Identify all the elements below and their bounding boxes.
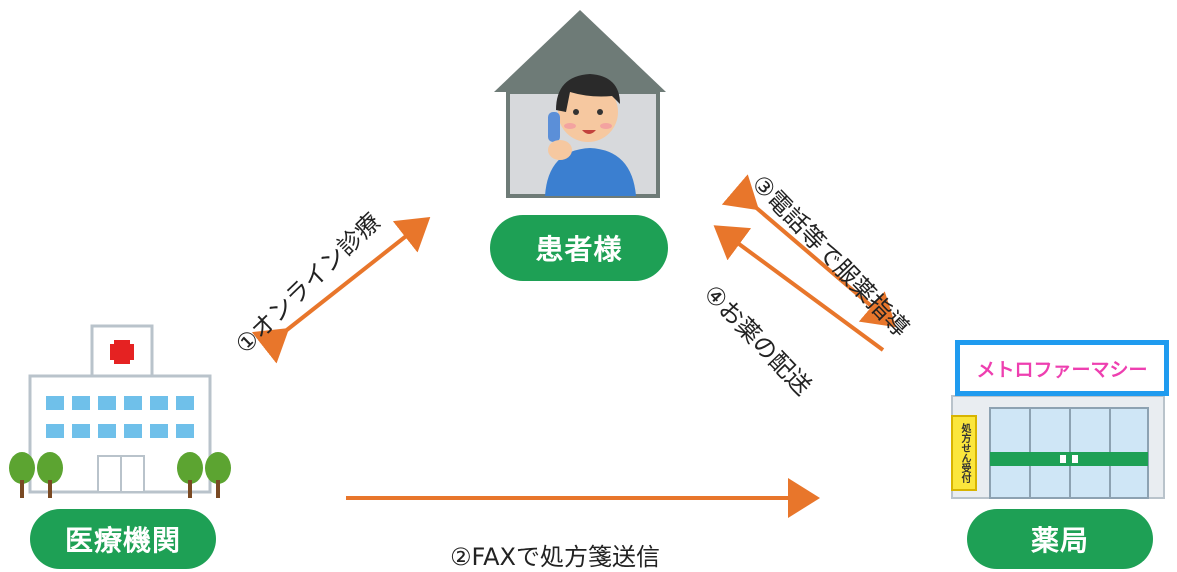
edge-label-fax-prescription: ②FAXで処方箋送信 [450, 543, 660, 571]
patient-house-icon [494, 10, 666, 198]
pharmacy-sign: メトロファーマシー [955, 340, 1169, 396]
arrow-delivery [713, 225, 885, 352]
arrow-phone-guidance [721, 174, 897, 328]
node-patient: 患者様 [490, 215, 668, 281]
node-hospital: 医療機関 [30, 509, 216, 569]
arrow-online-consultation [251, 217, 431, 364]
pharmacy-building-icon [951, 395, 1165, 499]
node-pharmacy: 薬局 [967, 509, 1153, 569]
prescription-sign: 処方せん受付 [951, 415, 977, 491]
hospital-building-icon [9, 324, 231, 498]
